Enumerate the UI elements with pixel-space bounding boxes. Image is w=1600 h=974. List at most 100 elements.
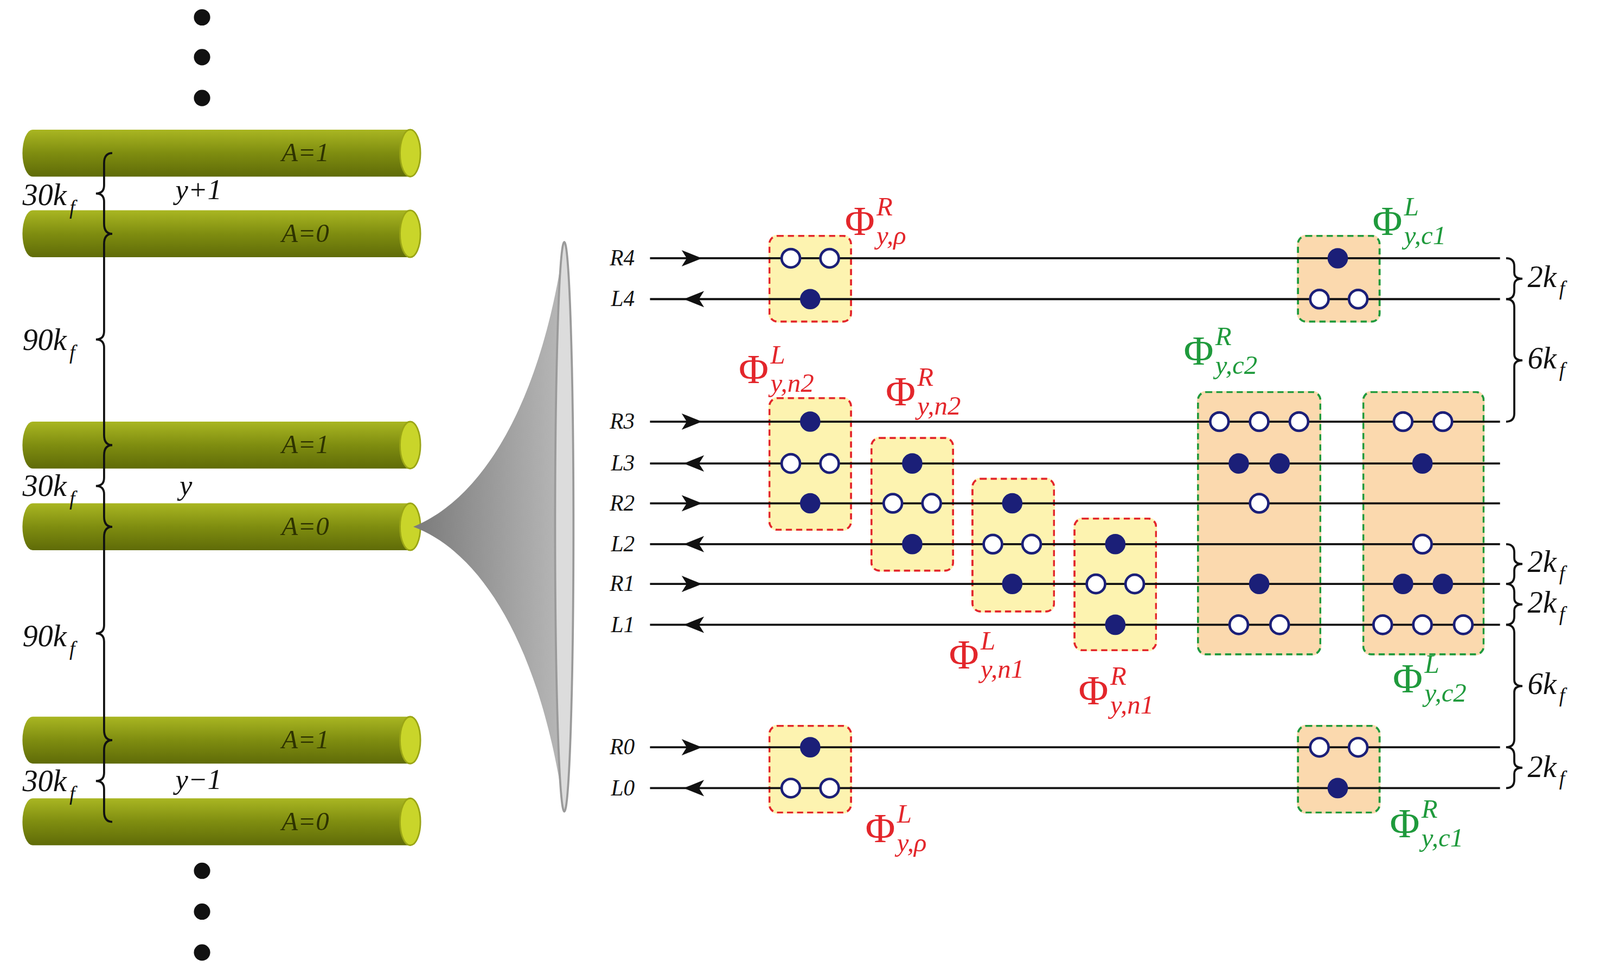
operator-subscript: y,c1 (1421, 824, 1464, 851)
wire-label: A=0 (281, 220, 329, 247)
spacing-brace (1506, 544, 1523, 584)
channel-label: L0 (583, 776, 635, 799)
spacing-brace (96, 152, 113, 234)
hole-circle (1125, 574, 1144, 593)
spacing-subscript: f (69, 637, 75, 659)
operator-box: ΦLy,c2 (1362, 391, 1486, 656)
spacing-subscript: f (1559, 359, 1565, 380)
operator-subscript: y,n1 (1110, 692, 1154, 719)
wire-label: A=0 (281, 513, 329, 540)
channel-line (649, 786, 1500, 790)
hole-circle (1289, 412, 1309, 431)
zoom-funnel (413, 241, 565, 812)
hole-circle (883, 494, 902, 513)
spacing-label: 90k (22, 324, 67, 355)
particle-dot (801, 289, 820, 309)
operator-symbol: Φ (845, 201, 875, 242)
spacing-label: 2k (1527, 751, 1557, 782)
left-arrow (683, 455, 705, 472)
cylinder-shape (22, 503, 423, 551)
hole-circle (1393, 412, 1413, 431)
cylinder-shape (22, 129, 423, 177)
operator-box: ΦRy,n1 (1073, 517, 1157, 651)
operator-box: ΦRy,c1 (1296, 724, 1381, 814)
ellipsis-dot (193, 90, 210, 107)
operator-box: ΦRy,ρ (768, 234, 853, 323)
right-arrow (681, 494, 703, 511)
wire-label: A=1 (281, 726, 329, 754)
particle-dot (1328, 778, 1348, 797)
left-arrow (683, 290, 705, 307)
operator-superscript: L (897, 801, 912, 828)
operator-subscript: y,c2 (1424, 679, 1467, 707)
right-arrow (681, 738, 703, 755)
operator-superscript: R (1110, 663, 1127, 690)
hole-circle (1229, 615, 1248, 634)
cylinder-body (22, 503, 411, 551)
operator-box: ΦLy,ρ (768, 724, 853, 814)
operator-symbol: Φ (1372, 201, 1403, 242)
cylinder-shape (22, 797, 423, 846)
spacing-subscript: f (1559, 684, 1565, 706)
spacing-subscript: f (1559, 767, 1565, 789)
particle-dot (1105, 534, 1125, 554)
operator-superscript: L (980, 627, 996, 655)
particle-dot (1270, 453, 1289, 473)
hole-circle (1250, 494, 1269, 513)
particle-dot (1229, 453, 1248, 473)
spacing-label: 2k (1527, 261, 1557, 292)
hole-circle (1413, 534, 1432, 554)
particle-dot (1250, 574, 1269, 593)
ellipsis-dot (193, 9, 210, 26)
wire-cylinder: A=1 (22, 129, 423, 177)
channel-line (649, 502, 1500, 505)
operator-box: ΦRy,n2 (870, 436, 955, 572)
spacing-subscript: f (1559, 603, 1565, 624)
cylinder-body (22, 797, 411, 846)
channel-line (649, 542, 1500, 546)
hole-circle (1373, 615, 1392, 634)
spacing-brace (1506, 746, 1523, 788)
operator-superscript: R (1215, 323, 1232, 350)
operator-superscript: L (1424, 650, 1439, 678)
wire-cylinder: A=1 (22, 421, 423, 469)
spacing-label: 6k (1527, 668, 1557, 699)
hole-circle (1454, 615, 1473, 634)
spacing-label: 90k (22, 620, 67, 651)
wire-index: y (179, 471, 192, 501)
ellipsis-dot (193, 943, 210, 960)
spacing-brace (96, 526, 113, 740)
operator-box: ΦLy,n2 (768, 397, 853, 531)
operator-subscript: y,c2 (1215, 352, 1258, 379)
hole-circle (1348, 737, 1368, 757)
spacing-label: 2k (1527, 546, 1557, 577)
channel-label: R2 (583, 491, 635, 515)
spacing-brace (1506, 583, 1523, 625)
wire-cylinder: A=0 (22, 210, 423, 258)
operator-superscript: R (876, 193, 893, 221)
spacing-subscript: f (1559, 277, 1565, 299)
operator-subscript: y,n2 (770, 370, 814, 398)
operator-superscript: L (770, 341, 785, 369)
wire-label: A=1 (281, 431, 329, 459)
channel-line (649, 462, 1500, 465)
hole-circle (820, 778, 840, 797)
channel-line (649, 420, 1500, 423)
wire-cylinder: A=0 (22, 503, 423, 551)
operator-symbol: Φ (885, 371, 916, 413)
channel-label: R1 (583, 572, 635, 595)
cylinder-cap (400, 129, 421, 177)
operator-subscript: y,n1 (980, 656, 1024, 683)
particle-dot (1413, 453, 1432, 473)
operator-superscript: R (917, 364, 934, 392)
spacing-label: 6k (1527, 342, 1557, 374)
channel-label: L1 (583, 613, 635, 636)
spacing-brace (96, 739, 113, 822)
hole-circle (1310, 289, 1329, 309)
hole-circle (781, 453, 800, 473)
cylinder-cap (400, 797, 421, 846)
operator-symbol: Φ (865, 808, 895, 849)
